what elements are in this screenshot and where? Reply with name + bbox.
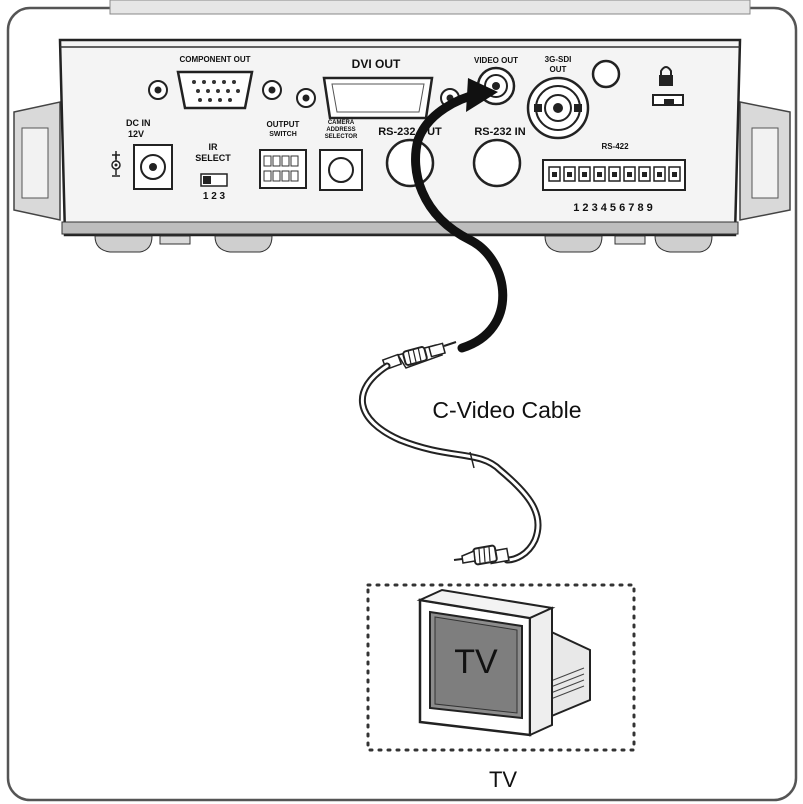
sdi-out-label-line1: 3G-SDI: [545, 55, 572, 64]
dc-in-port[interactable]: [133, 144, 173, 190]
rs422-pin-numbers: 1 2 3 4 5 6 7 8 9: [573, 202, 653, 214]
tv-screen-text: TV: [454, 643, 498, 681]
camera-address-label-line2: ADDRESS: [326, 127, 355, 133]
kensington-slot[interactable]: [652, 94, 684, 106]
tv-label: TV: [489, 767, 517, 792]
ir-select-label-line1: IR: [209, 142, 219, 152]
cable-connector-icon: [358, 341, 542, 566]
round-knob: [591, 59, 621, 89]
camera-address-label-line1: CAMERA: [328, 120, 355, 126]
device-side-left: [13, 101, 61, 221]
ir-select-label-line2: SELECT: [195, 153, 231, 163]
cable-label: C-Video Cable: [432, 397, 581, 423]
dvi-out-label: DVI OUT: [352, 57, 401, 71]
output-switch-label-line2: SWITCH: [269, 131, 297, 138]
connection-arrow: [411, 78, 508, 353]
ir-select-switch[interactable]: [200, 173, 228, 187]
output-switch-dip[interactable]: [259, 149, 307, 189]
ir-select-numbers: 1 2 3: [203, 191, 226, 202]
rs232-in-label: RS-232 IN: [474, 126, 525, 138]
rs422-label: RS-422: [601, 142, 629, 151]
sdi-out-port[interactable]: [526, 76, 590, 140]
device-top-strip: [109, 0, 751, 15]
rs232-out-label: RS-232 OUT: [378, 126, 442, 138]
device-side-right: [739, 101, 791, 221]
component-out-port[interactable]: [148, 70, 282, 110]
video-out-label: VIDEO OUT: [474, 56, 518, 65]
camera-address-selector[interactable]: [319, 149, 363, 191]
component-out-label: COMPONENT OUT: [179, 55, 250, 64]
lock-icon: [659, 66, 673, 86]
dc-in-label-line1: DC IN: [126, 118, 151, 128]
camera-address-label-line3: SELECTOR: [325, 134, 358, 140]
rs232-in-port[interactable]: [472, 138, 522, 188]
output-switch-label-line1: OUTPUT: [267, 120, 300, 129]
dc-polarity-icon: [111, 151, 121, 177]
rs232-out-port[interactable]: [385, 138, 435, 188]
tv-icon: TV: [416, 588, 591, 737]
sdi-out-label-line2: OUT: [550, 65, 567, 74]
rs422-terminal[interactable]: [542, 159, 686, 191]
dc-in-label-line2: 12V: [128, 129, 144, 139]
